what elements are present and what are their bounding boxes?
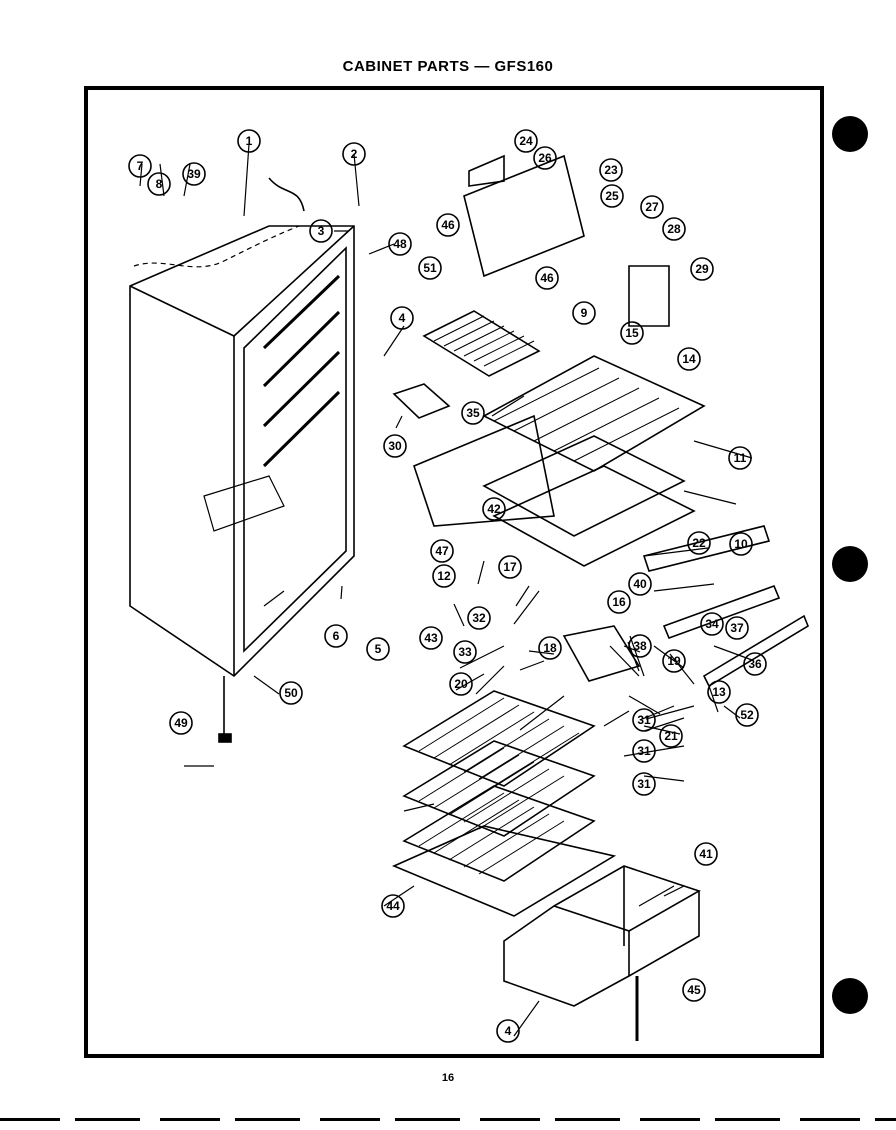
- callout-label: 32: [472, 611, 486, 625]
- callout-label: 36: [748, 657, 762, 671]
- callout-label: 44: [386, 899, 400, 913]
- exploded-parts-diagram: 1 2 3 4 5 6 7 8 9 10 11 12 13 14 15 16 1…: [128, 129, 809, 1043]
- callout-label: 31: [637, 713, 651, 727]
- binder-hole: [832, 546, 868, 582]
- callout-label: 47: [435, 544, 449, 558]
- callout-label: 35: [466, 406, 480, 420]
- binder-hole: [832, 978, 868, 1014]
- callout-label: 23: [604, 163, 618, 177]
- callout-label: 50: [284, 686, 298, 700]
- diagram-frame: [84, 86, 824, 1058]
- callout-label: 4: [505, 1024, 512, 1038]
- callout-label: 1: [246, 134, 253, 148]
- callout-label: 39: [187, 167, 201, 181]
- callout-label: 31: [637, 744, 651, 758]
- callout-label: 49: [174, 716, 188, 730]
- callout-label: 46: [441, 218, 455, 232]
- callout-label: 26: [538, 151, 552, 165]
- callout-label: 41: [699, 847, 713, 861]
- callout-label: 37: [730, 621, 744, 635]
- callout-label: 14: [682, 352, 696, 366]
- callout-label: 30: [388, 439, 402, 453]
- callout-label: 31: [637, 777, 651, 791]
- callout-label: 25: [605, 189, 619, 203]
- callout-label: 20: [454, 677, 468, 691]
- callout-label: 11: [734, 451, 747, 465]
- callout-label: 27: [645, 200, 659, 214]
- callout-label: 48: [393, 237, 407, 251]
- callout-label: 28: [667, 222, 681, 236]
- callout-label: 21: [664, 729, 678, 743]
- callout-label: 40: [633, 577, 647, 591]
- binder-hole: [832, 116, 868, 152]
- callout-label: 33: [458, 645, 472, 659]
- callout-label: 6: [333, 629, 340, 643]
- callout-label: 38: [633, 639, 647, 653]
- page-title: CABINET PARTS — GFS160: [342, 58, 554, 75]
- callout-label: 17: [503, 560, 517, 574]
- callout-label: 42: [487, 502, 501, 516]
- callout-label: 16: [612, 595, 626, 609]
- callout-label: 5: [375, 642, 382, 656]
- callout-label: 29: [695, 262, 709, 276]
- callout-label: 10: [734, 537, 748, 551]
- cabinet-outline: [129, 225, 355, 678]
- callout-label: 15: [625, 326, 639, 340]
- callout-label: 4: [399, 311, 406, 325]
- callout-label: 2: [351, 147, 358, 161]
- callout-label: 52: [740, 708, 754, 722]
- callout-label: 45: [687, 983, 701, 997]
- callout-label: 12: [437, 569, 451, 583]
- callout-label: 46: [540, 271, 554, 285]
- callout-label: 24: [519, 134, 533, 148]
- scan-edge-line: [0, 1118, 896, 1121]
- callout-label: 8: [156, 177, 163, 191]
- callout-label: 18: [543, 641, 557, 655]
- callout-label: 19: [667, 654, 681, 668]
- callout-label: 13: [712, 685, 726, 699]
- callout-label: 3: [318, 224, 325, 238]
- callout-label: 51: [423, 261, 437, 275]
- page-number: 16: [441, 1072, 455, 1084]
- callout-label: 34: [705, 617, 719, 631]
- callout-label: 9: [581, 306, 588, 320]
- callout-label: 22: [692, 536, 706, 550]
- callout-label: 43: [424, 631, 438, 645]
- callout-label: 7: [137, 159, 144, 173]
